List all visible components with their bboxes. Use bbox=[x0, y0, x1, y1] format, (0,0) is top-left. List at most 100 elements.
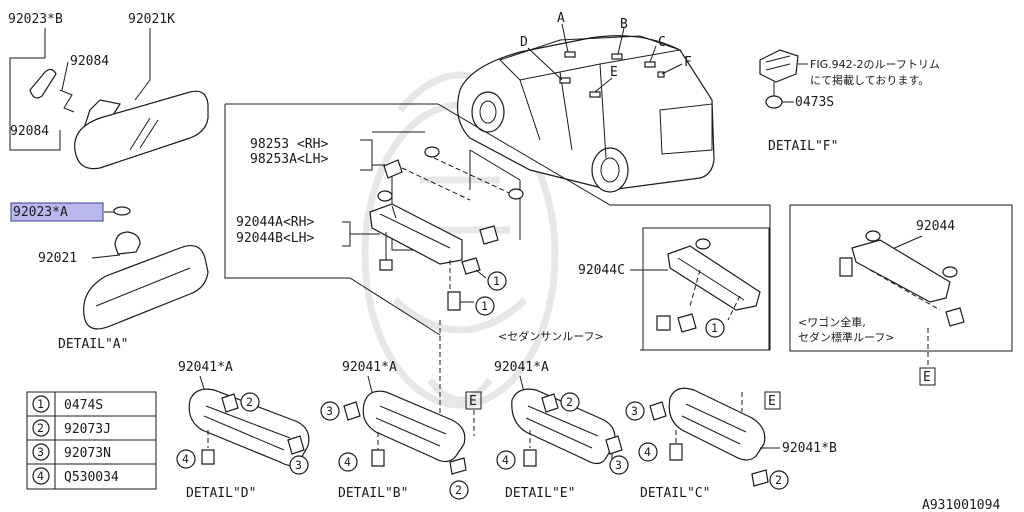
label-92041a-d[interactable]: 92041*A bbox=[178, 360, 233, 375]
label-98253-rh[interactable]: 98253 <RH> bbox=[250, 137, 328, 152]
label-98253a-lh[interactable]: 98253A<LH> bbox=[250, 152, 328, 167]
label-sedan-sunroof: <セダンサンルーフ> bbox=[498, 329, 604, 343]
bolt-92044c bbox=[677, 313, 697, 333]
legend-part-1[interactable]: 0474S bbox=[64, 398, 103, 413]
detail-a-title: DETAIL"A" bbox=[58, 337, 128, 352]
callout-4-d-num: 4 bbox=[182, 452, 189, 466]
car-rear-wheel bbox=[591, 147, 629, 193]
cap-d bbox=[221, 393, 239, 413]
car-point-f bbox=[657, 71, 665, 78]
legend-row: 4 Q530034 bbox=[32, 467, 119, 485]
callout-2-b bbox=[449, 480, 469, 500]
detail-c-title: DETAIL"C" bbox=[640, 486, 710, 501]
label-92023a[interactable]: 92023*A bbox=[13, 205, 68, 220]
label-92044c[interactable]: 92044C bbox=[578, 263, 625, 278]
detail-d-group: 92041*A 2 3 4 DETAIL"D" bbox=[176, 360, 310, 501]
leader-92023b bbox=[9, 28, 61, 151]
label-92021k[interactable]: 92021K bbox=[128, 12, 175, 27]
leader-92021k bbox=[134, 28, 151, 101]
label-92044b-lh[interactable]: 92044B<LH> bbox=[236, 231, 314, 246]
label-92084-upper[interactable]: 92084 bbox=[70, 54, 109, 69]
bracket-92044a[interactable] bbox=[369, 203, 463, 265]
callout-2-e bbox=[560, 392, 580, 412]
car-point-b bbox=[611, 53, 623, 60]
screw-92044-right bbox=[945, 307, 965, 327]
detail-f-title: DETAIL"F" bbox=[768, 139, 838, 154]
fig-note-line2: にて掲載しております。 bbox=[810, 73, 929, 87]
label-92041b[interactable]: 92041*B bbox=[782, 441, 837, 456]
legend-table: 1 0474S 2 92073J 3 92073N 4 Q530034 bbox=[26, 391, 157, 490]
callout-3-e bbox=[609, 455, 629, 475]
detail-e-title: DETAIL"E" bbox=[505, 486, 575, 501]
legend-num-2: 2 bbox=[37, 421, 44, 435]
detail-a-group: 92023*B 92021K 92084 92084 92023*A 92021… bbox=[8, 12, 209, 352]
car-label-d: D bbox=[520, 35, 528, 50]
callout-3-d bbox=[289, 455, 309, 475]
car-illustration: A B C D E F bbox=[457, 11, 715, 193]
callout-2-b-num: 2 bbox=[455, 483, 462, 497]
callout-4-d bbox=[176, 449, 196, 469]
washer-92044b bbox=[508, 188, 524, 200]
car-label-e: E bbox=[610, 65, 618, 80]
spring-92084[interactable] bbox=[59, 89, 75, 113]
label-92021[interactable]: 92021 bbox=[38, 251, 77, 266]
screw-d bbox=[201, 449, 215, 465]
car-label-f: F bbox=[684, 55, 692, 70]
bracket-92044[interactable] bbox=[851, 239, 951, 303]
callout-2-c-num: 2 bbox=[775, 473, 782, 487]
label-box-e: E bbox=[923, 370, 931, 385]
clip-detail-f bbox=[759, 49, 799, 83]
car-point-a bbox=[564, 51, 576, 58]
callout-4-b bbox=[338, 452, 358, 472]
mirror-92021[interactable] bbox=[83, 245, 209, 330]
car-point-e bbox=[589, 91, 601, 98]
label-92041a-e[interactable]: 92041*A bbox=[494, 360, 549, 375]
callout-4-c-num: 4 bbox=[644, 445, 651, 459]
washer-98253 bbox=[424, 146, 440, 158]
callout-3-d-num: 3 bbox=[295, 458, 302, 472]
legend-part-4[interactable]: Q530034 bbox=[64, 470, 119, 485]
car-front-wheel bbox=[471, 91, 505, 133]
legend-part-3[interactable]: 92073N bbox=[64, 446, 111, 461]
car-tailgate bbox=[659, 103, 713, 155]
grip-handle-d[interactable] bbox=[188, 388, 310, 467]
legend-row: 2 92073J bbox=[32, 419, 111, 437]
callout-3-b bbox=[320, 401, 340, 421]
leader-92084-upper bbox=[61, 61, 69, 91]
grip-handle-c[interactable] bbox=[668, 387, 766, 461]
label-92023b[interactable]: 92023*B bbox=[8, 12, 63, 27]
legend-num-3: 3 bbox=[37, 445, 44, 459]
reference-code: A931001094 bbox=[922, 498, 1000, 512]
label-92084-lower[interactable]: 92084 bbox=[10, 124, 49, 139]
cap-e bbox=[541, 393, 559, 413]
box-e-marker bbox=[919, 367, 936, 386]
label-92044a-rh[interactable]: 92044A<RH> bbox=[236, 215, 314, 230]
label-box-e-c: E bbox=[768, 394, 776, 409]
screw-92044c bbox=[656, 315, 671, 331]
car-body bbox=[457, 35, 715, 191]
legend-part-2[interactable]: 92073J bbox=[64, 422, 111, 437]
cover-92023a[interactable] bbox=[113, 206, 131, 216]
bracket-92044c[interactable] bbox=[667, 245, 761, 311]
label-box-e-b: E bbox=[469, 394, 477, 409]
callout-4-e bbox=[496, 450, 516, 470]
callout-1-a bbox=[487, 271, 507, 291]
washer-92044c bbox=[695, 238, 711, 250]
callout-1-a-num: 1 bbox=[493, 274, 500, 288]
callout-1-c-num: 1 bbox=[711, 321, 718, 335]
clip-e bbox=[605, 435, 623, 455]
callout-1-b-num: 1 bbox=[481, 299, 488, 313]
clip-b bbox=[343, 401, 361, 421]
screw-c bbox=[669, 443, 683, 461]
car-label-c: C bbox=[658, 35, 666, 50]
label-92041a-b[interactable]: 92041*A bbox=[342, 360, 397, 375]
mirror-92021k[interactable] bbox=[74, 90, 209, 170]
label-92044[interactable]: 92044 bbox=[916, 219, 955, 234]
grip-handle-b[interactable] bbox=[362, 390, 466, 463]
label-0473s[interactable]: 0473S bbox=[795, 95, 834, 110]
label-wagon-line1: <ワゴン全車, bbox=[798, 315, 866, 329]
callout-3-e-num: 3 bbox=[615, 458, 622, 472]
callout-1-c bbox=[705, 318, 725, 338]
clip-92023b[interactable] bbox=[29, 68, 57, 99]
